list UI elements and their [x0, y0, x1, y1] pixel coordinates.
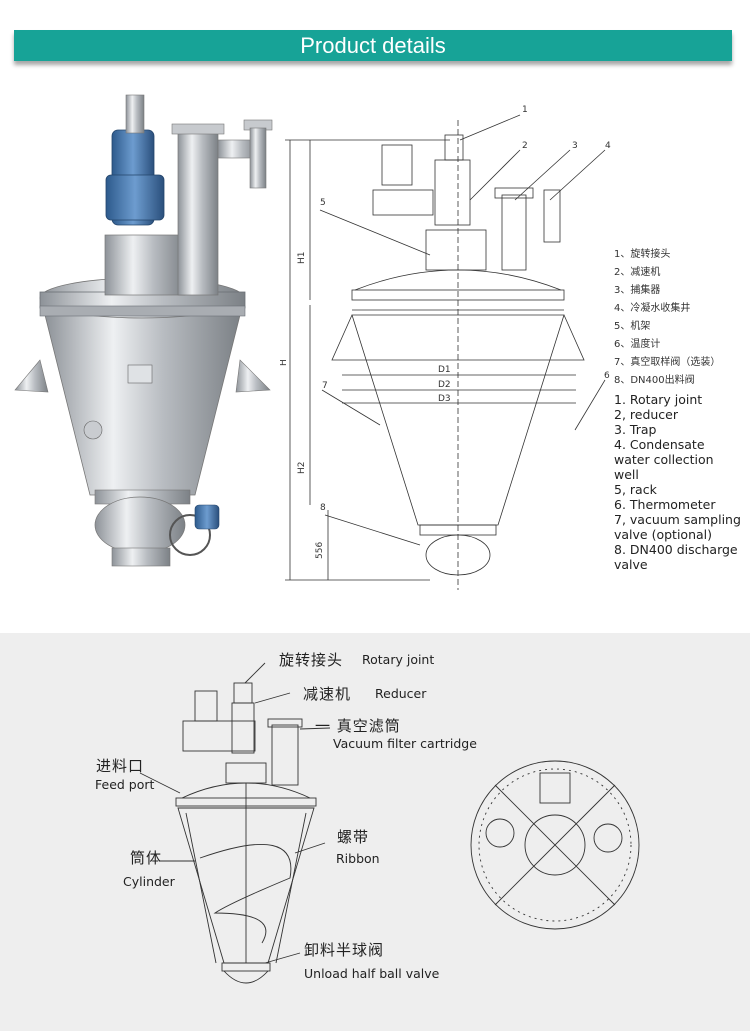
mixer-section-drawing [139, 662, 640, 984]
banner: Product details [14, 30, 732, 61]
callout-7: 7 [322, 381, 328, 391]
ribbon-cn: 螺带 [337, 828, 370, 846]
legend-english: 1. Rotary joint 2, reducer 3. Trap 4. Co… [614, 392, 741, 572]
cylinder-cn: 筒体 [130, 849, 163, 867]
legend-cn-item: 1、旋转接头 [614, 249, 671, 260]
rotary-joint-cn: 旋转接头 [279, 651, 344, 669]
legend-cn-item: 2、减速机 [614, 267, 661, 278]
dim-556: 556 [315, 542, 325, 559]
dim-h1: H1 [297, 252, 307, 265]
callout-6: 6 [604, 371, 610, 381]
legend-en-line: 7, vacuum sampling [614, 512, 741, 527]
callout-8: 8 [320, 503, 326, 513]
legend-en-line: 5, rack [614, 482, 657, 497]
legend-en-line: 8. DN400 discharge [614, 542, 738, 557]
technical-drawing: 1 2 3 4 5 6 7 8 H1 H H2 556 D1 D2 D3 [280, 105, 611, 590]
dim-d3: D3 [438, 394, 451, 404]
reducer-cn: 减速机 [303, 685, 352, 703]
callout-1: 1 [522, 105, 528, 115]
legend-en-line: water collection [614, 452, 714, 467]
legend-en-line: valve (optional) [614, 527, 713, 542]
callout-5: 5 [320, 198, 326, 208]
legend-en-line: 2, reducer [614, 407, 679, 422]
product-photo [14, 94, 273, 567]
ribbon-en: Ribbon [336, 851, 380, 866]
vacuum-filter-en: Vacuum filter cartridge [333, 736, 477, 751]
legend-en-line: 3. Trap [614, 422, 657, 437]
legend-chinese: 1、旋转接头 2、减速机 3、捕集器 4、冷凝水收集井 5、机架 6、温度计 7… [614, 246, 720, 390]
legend-en-line: 1. Rotary joint [614, 392, 703, 407]
legend-en-line: valve [614, 557, 648, 572]
legend-cn-item: 3、捕集器 [614, 285, 661, 296]
reducer-en: Reducer [375, 686, 427, 701]
legend-cn-item: 7、真空取样阀（选装） [614, 357, 721, 368]
dim-d2: D2 [438, 380, 451, 390]
legend-en-line: 6. Thermometer [614, 497, 716, 512]
callout-2: 2 [522, 141, 528, 151]
legend-en-line: 4. Condensate [614, 437, 705, 452]
vacuum-filter-cn: 一 真空滤筒 [315, 717, 401, 735]
dim-h2: H2 [297, 462, 307, 475]
banner-title: Product details [300, 33, 446, 58]
feed-port-cn: 进料口 [96, 757, 145, 775]
cylinder-en: Cylinder [123, 874, 175, 889]
legend-cn-item: 8、DN400出料阀 [614, 375, 695, 386]
legend-en-line: well [614, 467, 639, 482]
dim-d1: D1 [438, 365, 451, 375]
feed-port-en: Feed port [95, 777, 155, 792]
rotary-joint-en: Rotary joint [362, 652, 435, 667]
legend-cn-item: 5、机架 [614, 321, 651, 332]
dim-h: H [280, 359, 289, 366]
unload-valve-cn: 卸料半球阀 [304, 941, 385, 959]
labeled-diagram-panel: 旋转接头 Rotary joint 减速机 Reducer 一 真空滤筒 Vac… [0, 633, 750, 1031]
legend-cn-item: 4、冷凝水收集井 [614, 303, 691, 314]
legend-cn-item: 6、温度计 [614, 339, 661, 350]
callout-4: 4 [605, 141, 611, 151]
unload-valve-en: Unload half ball valve [304, 966, 440, 981]
callout-3: 3 [572, 141, 578, 151]
